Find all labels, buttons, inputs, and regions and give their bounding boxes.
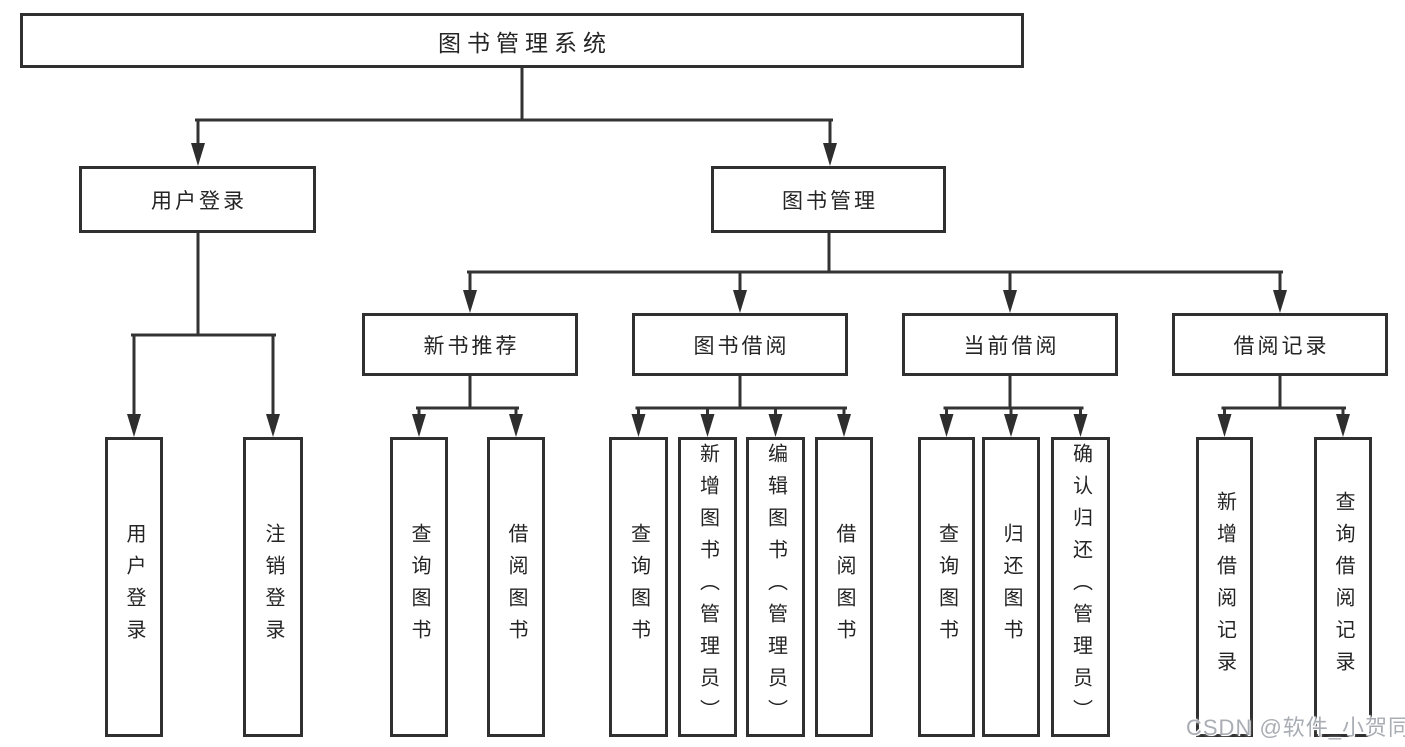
node-borrow-edit-books-admin: 编辑图书（管理员）	[746, 437, 805, 737]
node-label: 查询图书	[408, 523, 430, 651]
node-borrow-add-books-admin: 新增图书（管理员）	[678, 437, 737, 737]
node-label: 图书管理	[782, 189, 878, 213]
node-label: 借阅图书	[505, 523, 527, 651]
node-book-borrowing: 图书借阅	[632, 313, 848, 376]
node-new-book-recommendation: 新书推荐	[362, 313, 578, 376]
node-current-query-books: 查询图书	[918, 437, 975, 737]
node-logout: 注销登录	[243, 437, 303, 737]
node-label: 编辑图书（管理员）	[764, 443, 787, 731]
node-label: 查询图书	[935, 523, 958, 651]
node-borrow-borrow-books: 借阅图书	[815, 437, 873, 737]
node-label: 用户登录	[151, 189, 247, 213]
node-library-management-system: 图书管理系统	[20, 13, 1024, 68]
node-label: 新书推荐	[423, 334, 520, 358]
node-label: 借阅记录	[1233, 334, 1330, 358]
node-recommend-borrow-books: 借阅图书	[487, 437, 545, 737]
node-borrowing-records: 借阅记录	[1172, 313, 1388, 376]
node-book-management-branch: 图书管理	[711, 166, 946, 233]
node-label: 归还图书	[1000, 523, 1022, 651]
node-label: 图书借阅	[693, 334, 790, 358]
csdn-watermark: CSDN @软件_小贺同学	[1186, 715, 1405, 740]
node-label: 注销登录	[262, 523, 284, 651]
node-label: 确认归还（管理员）	[1069, 443, 1092, 731]
node-login: 用户登录	[105, 437, 163, 737]
node-label: 查询借阅记录	[1332, 491, 1354, 683]
node-label: 借阅图书	[833, 523, 855, 651]
node-label: 图书管理系统	[438, 29, 612, 56]
node-label: 当前借阅	[963, 334, 1060, 358]
node-label: 新增图书（管理员）	[696, 443, 719, 731]
node-label: 新增借阅记录	[1213, 491, 1236, 683]
node-current-return-books: 归还图书	[982, 437, 1040, 737]
node-current-confirm-return-admin: 确认归还（管理员）	[1051, 437, 1110, 737]
node-label: 用户登录	[123, 523, 145, 651]
node-label: 查询图书	[627, 523, 650, 651]
node-borrow-query-books: 查询图书	[609, 437, 668, 737]
node-recommend-query-books: 查询图书	[390, 437, 448, 737]
node-records-query-borrow-record: 查询借阅记录	[1314, 437, 1372, 737]
node-current-borrowing: 当前借阅	[902, 313, 1118, 376]
node-records-add-borrow-record: 新增借阅记录	[1196, 437, 1253, 737]
node-user-login-branch: 用户登录	[79, 166, 316, 233]
